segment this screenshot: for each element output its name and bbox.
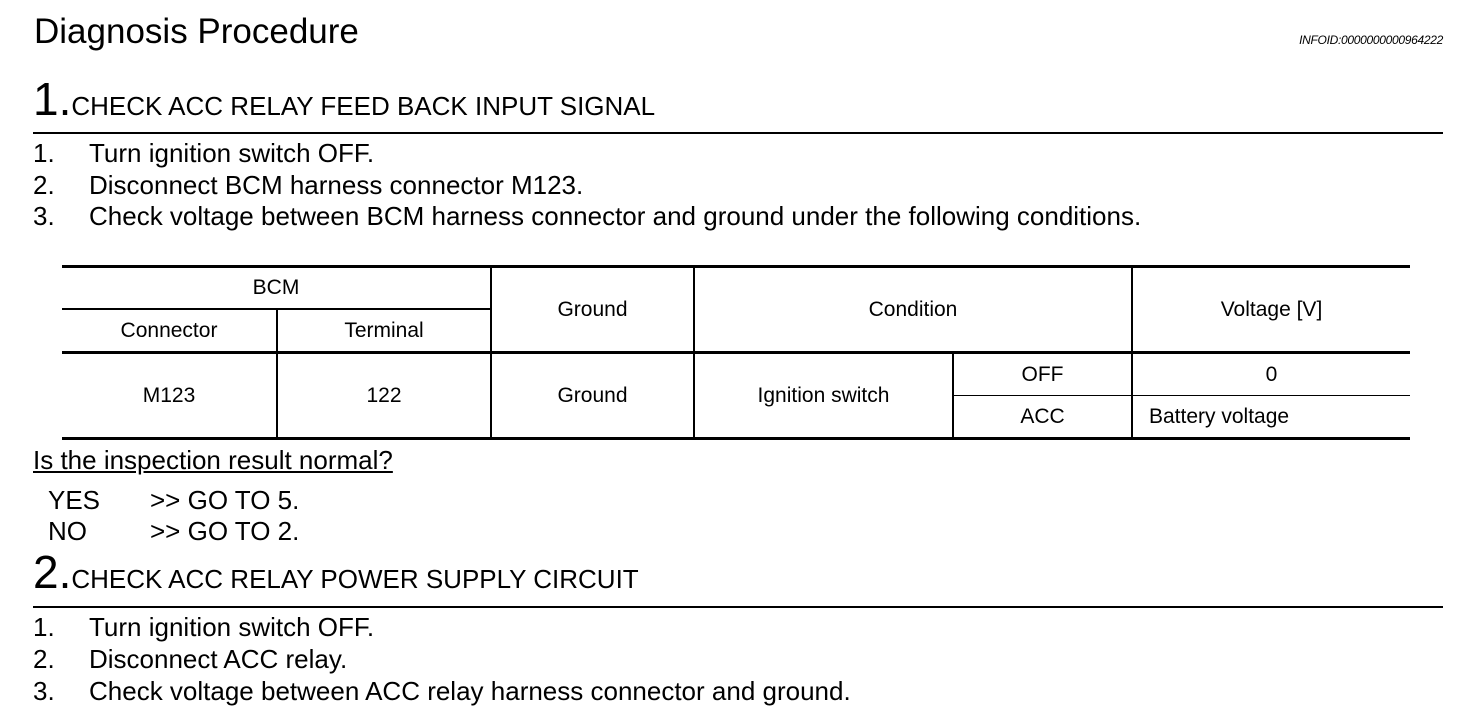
answer-no: NO >> GO TO 2. — [48, 516, 299, 547]
table-col-divider — [1131, 265, 1133, 438]
table-header-bottom-border — [62, 351, 1410, 354]
table-bottom-border — [62, 437, 1410, 440]
table-header-condition: Condition — [868, 297, 958, 321]
step-2-list-item: 3.Check voltage between ACC relay harnes… — [33, 676, 851, 706]
table-cell-state-off: OFF — [1021, 362, 1064, 386]
table-header-ground: Ground — [557, 297, 628, 321]
step-2-heading: 2.CHECK ACC RELAY POWER SUPPLY CIRCUIT — [33, 547, 639, 604]
step-2-number: 2. — [33, 546, 72, 598]
inspection-question: Is the inspection result normal? — [33, 445, 393, 475]
table-cell-voltage-acc: Battery voltage — [1149, 404, 1290, 428]
step-2-list-item: 1.Turn ignition switch OFF. — [33, 612, 375, 642]
step-2-title: CHECK ACC RELAY POWER SUPPLY CIRCUIT — [71, 564, 639, 594]
step-2-list-item: 2.Disconnect ACC relay. — [33, 644, 348, 674]
page-title: Diagnosis Procedure — [34, 12, 359, 51]
table-cell-connector: M123 — [142, 383, 196, 407]
table-header-terminal: Terminal — [344, 318, 424, 342]
table-header-bcm: BCM — [252, 276, 300, 299]
voltage-table: BCM Connector Terminal Ground Condition … — [62, 265, 1410, 440]
step-1-heading: 1.CHECK ACC RELAY FEED BACK INPUT SIGNAL — [33, 74, 655, 131]
table-cell-terminal: 122 — [366, 383, 402, 407]
table-col-divider — [490, 265, 492, 438]
answer-key: NO — [48, 516, 87, 546]
answer-action: >> GO TO 5. — [150, 485, 300, 515]
answer-key: YES — [48, 485, 101, 515]
table-header-voltage: Voltage [V] — [1220, 297, 1323, 321]
table-col-divider — [276, 308, 278, 438]
table-cell-voltage-off: 0 — [1265, 362, 1278, 386]
step-1-list-item: 1.Turn ignition switch OFF. — [33, 138, 375, 168]
table-header-connector: Connector — [120, 318, 218, 342]
answer-yes: YES >> GO TO 5. — [48, 485, 299, 516]
info-id: INFOID:0000000000964222 — [1299, 33, 1443, 47]
step-1-title: CHECK ACC RELAY FEED BACK INPUT SIGNAL — [71, 91, 656, 121]
answer-action: >> GO TO 2. — [150, 516, 300, 546]
table-row-divider — [953, 395, 1410, 396]
step-1-list-item: 2.Disconnect BCM harness connector M123. — [33, 170, 584, 200]
table-col-divider — [693, 265, 695, 438]
step-1-list-item: 3.Check voltage between BCM harness conn… — [33, 201, 1142, 231]
table-cell-condition: Ignition switch — [757, 383, 890, 407]
table-col-divider — [952, 353, 954, 438]
step-2-divider — [33, 606, 1443, 608]
step-1-divider — [33, 132, 1443, 134]
step-1-number: 1. — [33, 73, 72, 125]
table-cell-ground: Ground — [557, 383, 628, 407]
table-cell-state-acc: ACC — [1020, 404, 1065, 428]
table-top-border — [62, 265, 1410, 268]
